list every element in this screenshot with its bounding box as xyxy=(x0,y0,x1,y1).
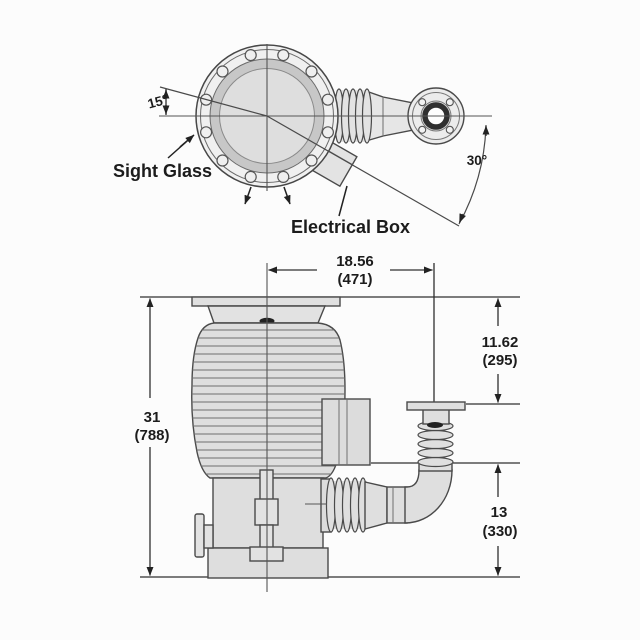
dim-inlet-to-foreline-in: 11.62 xyxy=(482,334,519,351)
angle-30-dimension: 30° xyxy=(458,124,490,225)
water-fitting xyxy=(194,513,205,558)
angle-15-label: 15° xyxy=(146,92,170,112)
electrical-box-side xyxy=(321,398,371,466)
dim-foreline-height-in: 13 xyxy=(491,504,508,521)
flange-bolt-holes xyxy=(200,48,334,183)
electrical-box-30deg-line xyxy=(266,115,460,227)
dim-width: 18.56 (471) xyxy=(268,253,433,288)
foreline-clamp xyxy=(427,422,443,428)
sight-glass-15deg-line xyxy=(159,86,268,117)
dim-height: 31 (788) xyxy=(134,298,170,576)
water-connection-arrows xyxy=(244,186,291,205)
sight-glass-label: Sight Glass xyxy=(113,161,212,181)
angle-15-dimension: 15° xyxy=(146,89,170,115)
side-view-centerlines xyxy=(266,263,327,592)
pump-base xyxy=(207,547,329,579)
electrical-box-callout: Electrical Box xyxy=(291,185,410,237)
inlet-flange-side xyxy=(191,296,341,307)
dim-height-in: 31 xyxy=(144,409,161,426)
dim-width-in: 18.56 xyxy=(336,253,374,270)
side-view: 18.56 (471) 31 (788) 11.62 (295) 13 (330… xyxy=(134,253,520,592)
foreline-elbow xyxy=(404,469,453,524)
foreline-port-flange xyxy=(406,401,466,411)
top-view-centerlines xyxy=(159,44,492,227)
foreline-assembly xyxy=(320,401,466,533)
dim-inlet-to-foreline: 11.62 (295) xyxy=(482,298,519,403)
dim-height-mm: (788) xyxy=(134,427,169,444)
dim-inlet-to-foreline-mm: (295) xyxy=(482,352,517,369)
dim-foreline-height-mm: (330) xyxy=(482,523,517,540)
top-view: 15° 30° Sight Glass Electrical Box xyxy=(113,44,492,237)
sight-glass-callout: Sight Glass xyxy=(113,134,212,181)
dim-foreline-height: 13 (330) xyxy=(482,464,518,576)
foreline-pipe xyxy=(386,486,408,524)
water-fitting-boss xyxy=(203,524,214,549)
angle-30-label: 30° xyxy=(467,153,487,168)
electrical-box-label: Electrical Box xyxy=(291,217,410,237)
dim-width-mm: (471) xyxy=(337,271,372,288)
